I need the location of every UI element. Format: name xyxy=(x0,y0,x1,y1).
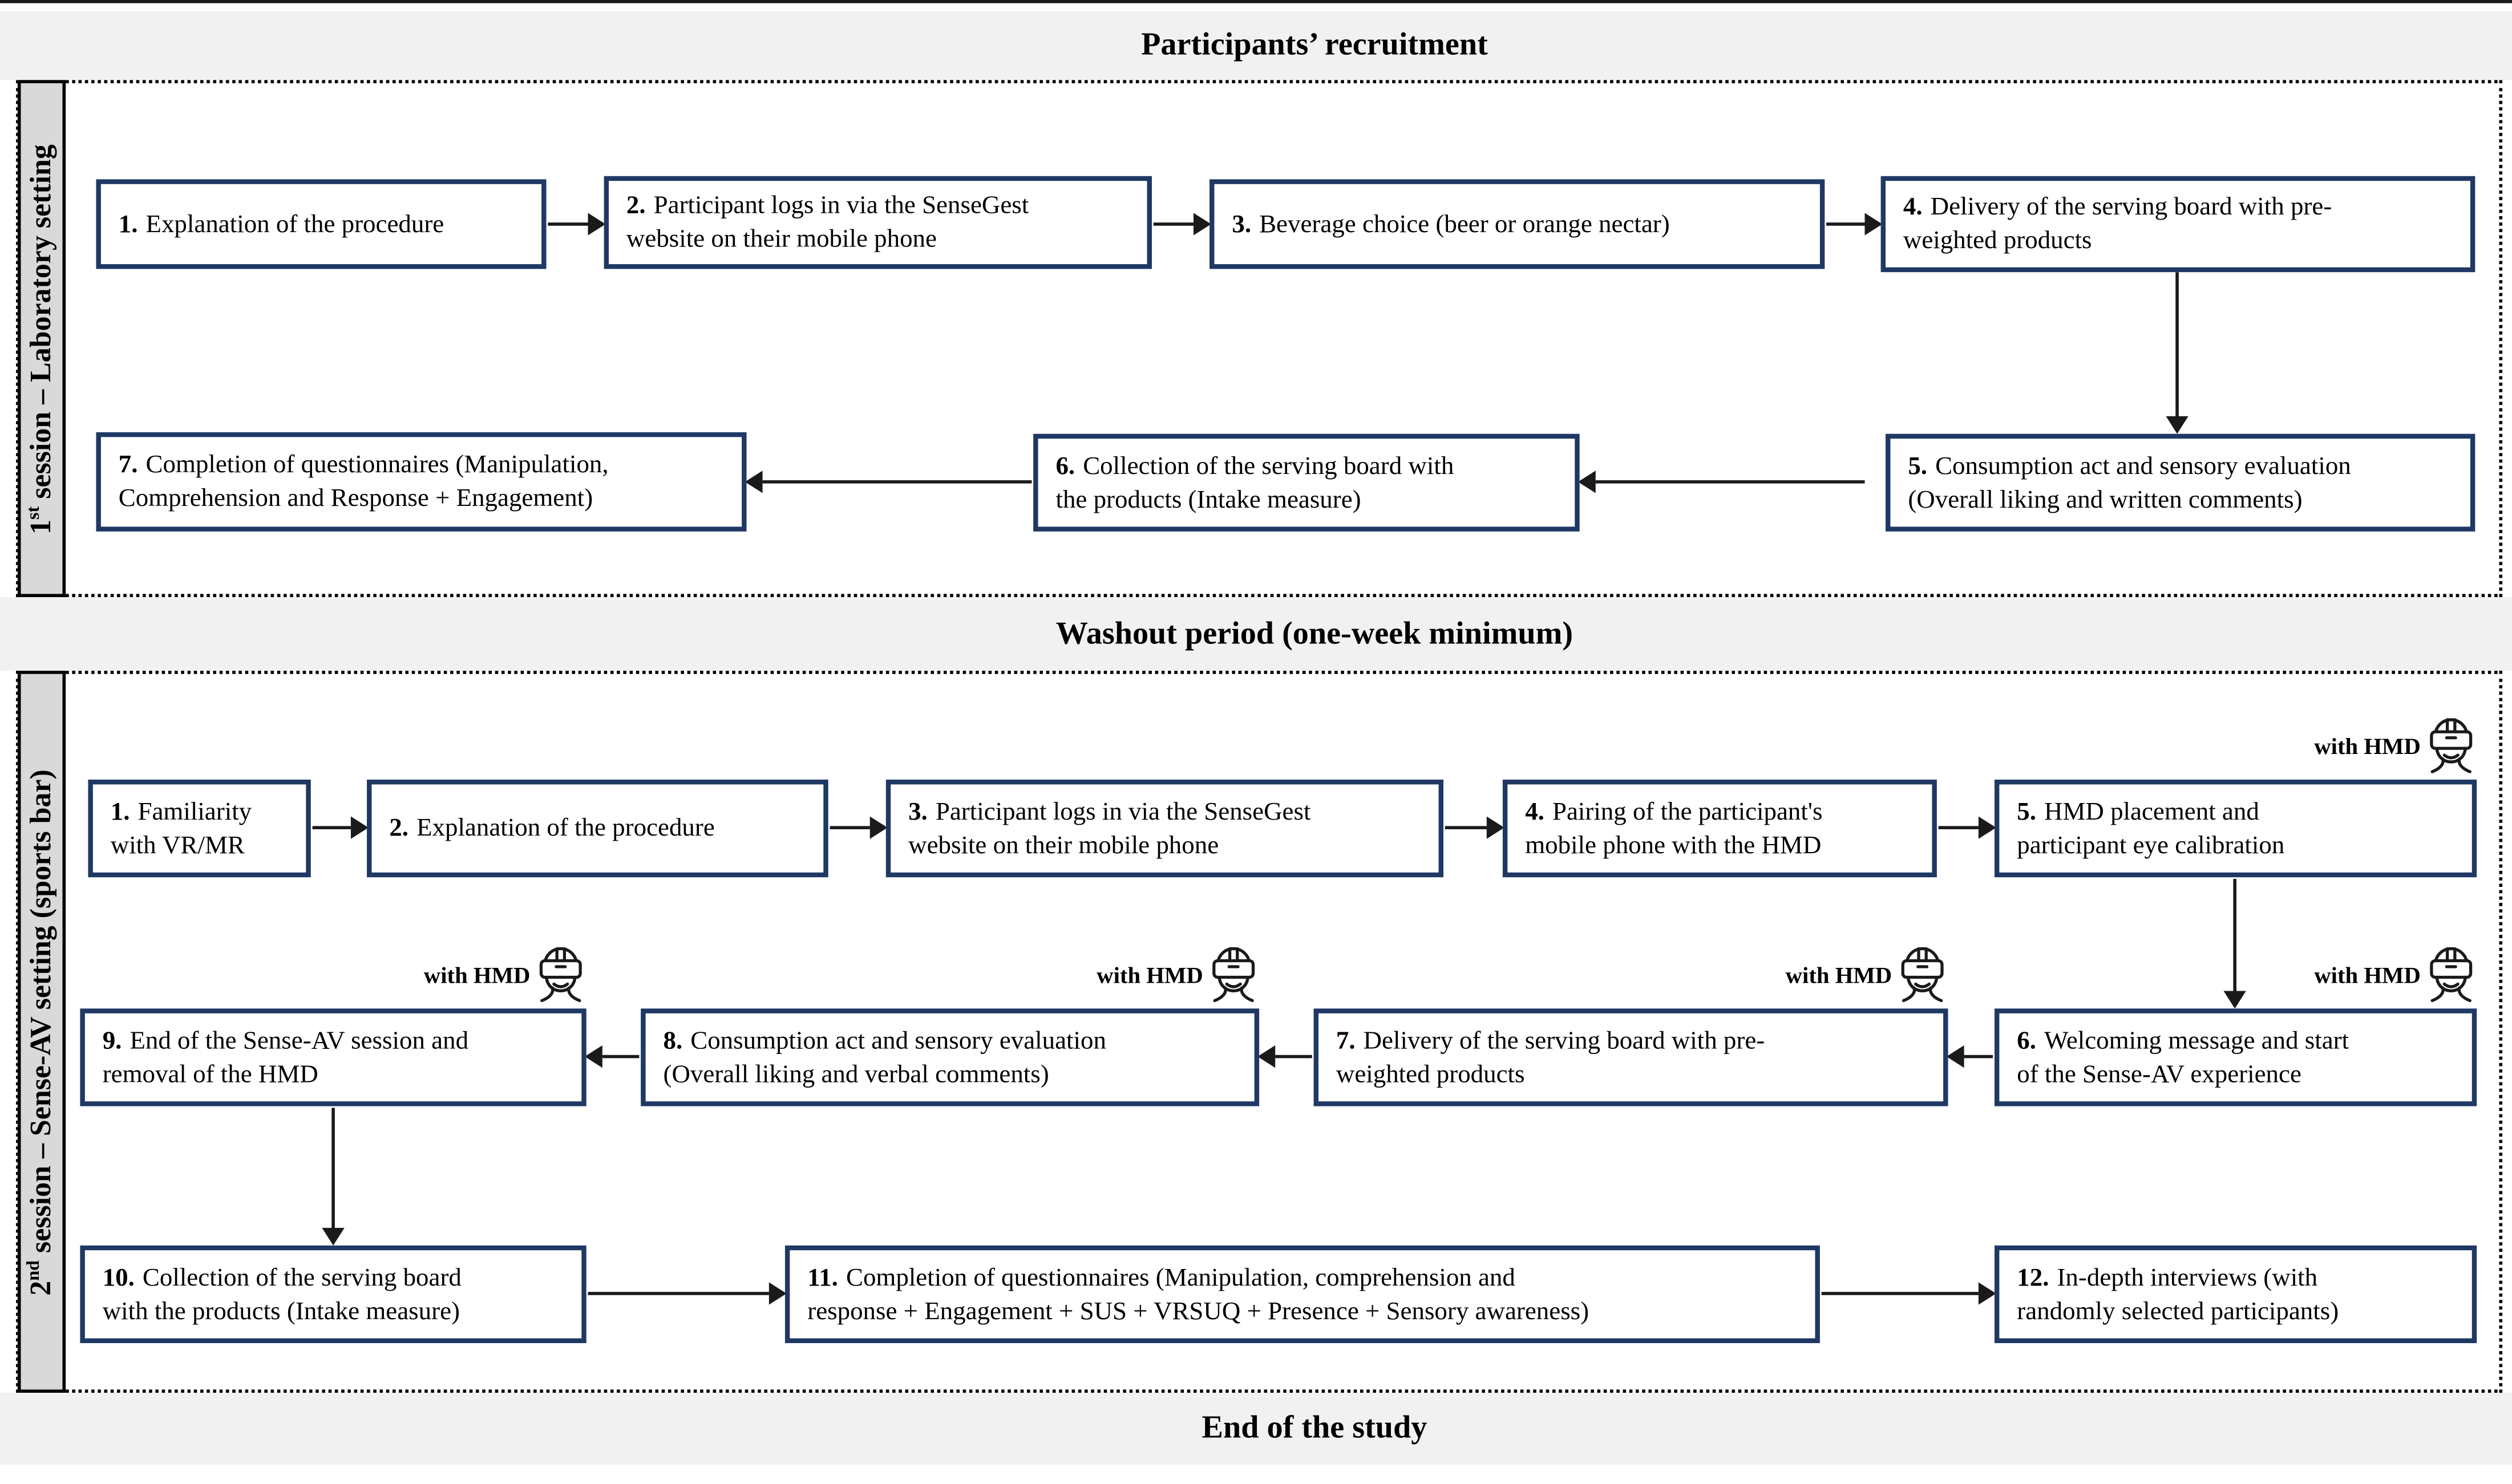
session2-sidebar: 2nd session – Sense-AV setting (sports b… xyxy=(17,671,66,1393)
step-text: 1.Familiarity with VR/MR xyxy=(110,798,252,859)
step-text: 7.Completion of questionnaires (Manipula… xyxy=(118,451,609,513)
arrow-av-5-6 xyxy=(2233,878,2236,993)
hmd-badge-step6: with HMD xyxy=(2314,944,2477,1008)
step-box-av-6: 6.Welcoming message and start of the Sen… xyxy=(1994,1008,2477,1106)
step-text: 2.Explanation of the procedure xyxy=(389,814,715,842)
hmd-badge-label: with HMD xyxy=(2314,963,2421,989)
session2-sidebar-label: 2nd session – Sense-AV setting (sports b… xyxy=(24,768,59,1295)
arrow-lab-4-5 xyxy=(2175,272,2179,418)
session1-sidebar: 1st session – Laboratory setting xyxy=(17,80,66,597)
step-box-av-4: 4.Pairing of the participant's mobile ph… xyxy=(1502,779,1937,878)
step-text: 8.Consumption act and sensory evaluation… xyxy=(663,1027,1106,1088)
hmd-headset-icon xyxy=(2430,718,2473,773)
step-box-av-10: 10.Collection of the serving board with … xyxy=(80,1245,586,1343)
figure-top-rule xyxy=(0,0,2512,3)
hmd-badge-label: with HMD xyxy=(1097,963,1203,989)
washout-header: Washout period (one-week minimum) xyxy=(1055,615,1573,651)
step-text: 1.Explanation of the procedure xyxy=(118,210,444,238)
arrow-av-11-12 xyxy=(1821,1292,1979,1295)
step-box-lab-2: 2.Participant logs in via the SenseGest … xyxy=(604,176,1152,269)
hmd-badge-step7: with HMD xyxy=(1786,944,1948,1008)
step-box-lab-5: 5.Consumption act and sensory evaluation… xyxy=(1886,433,2475,532)
step-text: 3.Beverage choice (beer or orange nectar… xyxy=(1232,210,1670,238)
recruitment-header: Participants’ recruitment xyxy=(1141,27,1488,63)
session1-sidebar-label: 1st session – Laboratory setting xyxy=(24,143,59,534)
hmd-badge-step5: with HMD xyxy=(2314,716,2477,780)
arrow-lab-6-7 xyxy=(762,480,1032,484)
step-box-av-9: 9.End of the Sense-AV session and remova… xyxy=(80,1008,586,1106)
arrow-lab-1-2 xyxy=(548,222,588,226)
hmd-badge-label: with HMD xyxy=(423,963,531,989)
arrow-av-9-10 xyxy=(331,1108,335,1230)
hmd-headset-icon xyxy=(2430,947,2473,1003)
step-box-lab-7: 7.Completion of questionnaires (Manipula… xyxy=(96,432,747,532)
step-text: 6.Welcoming message and start of the Sen… xyxy=(2017,1027,2349,1088)
step-box-lab-6: 6.Collection of the serving board with t… xyxy=(1033,433,1580,532)
recruitment-band: Participants’ recruitment xyxy=(0,11,2512,80)
arrow-lab-5-6 xyxy=(1595,480,1865,484)
arrow-av-10-11 xyxy=(588,1292,769,1295)
step-box-av-3: 3.Participant logs in via the SenseGest … xyxy=(885,779,1444,878)
step-text: 9.End of the Sense-AV session and remova… xyxy=(102,1027,469,1088)
end-header: End of the study xyxy=(1202,1410,1427,1446)
step-text: 5.Consumption act and sensory evaluation… xyxy=(1908,452,2351,513)
step-box-av-8: 8.Consumption act and sensory evaluation… xyxy=(641,1008,1260,1106)
step-box-lab-1: 1.Explanation of the procedure xyxy=(96,179,547,269)
end-band: End of the study xyxy=(0,1393,2512,1465)
step-text: 4.Pairing of the participant's mobile ph… xyxy=(1525,798,1823,859)
step-text: 3.Participant logs in via the SenseGest … xyxy=(908,798,1311,859)
hmd-headset-icon xyxy=(1901,947,1944,1003)
step-box-av-5: 5.HMD placement and participant eye cali… xyxy=(1994,779,2477,878)
hmd-badge-step8: with HMD xyxy=(1097,944,1259,1008)
step-text: 7.Delivery of the serving board with pre… xyxy=(1336,1027,1765,1088)
arrow-av-7-8 xyxy=(1275,1055,1312,1059)
step-box-lab-3: 3.Beverage choice (beer or orange nectar… xyxy=(1210,179,1825,269)
step-text: 4.Delivery of the serving board with pre… xyxy=(1903,193,2332,255)
step-box-av-12: 12.In-depth interviews (with randomly se… xyxy=(1994,1245,2477,1343)
arrow-lab-2-3 xyxy=(1153,222,1194,226)
arrow-av-8-9 xyxy=(602,1055,640,1059)
step-text: 6.Collection of the serving board with t… xyxy=(1055,452,1454,513)
step-box-av-1: 1.Familiarity with VR/MR xyxy=(88,779,311,878)
washout-band: Washout period (one-week minimum) xyxy=(0,597,2512,671)
step-text: 12.In-depth interviews (with randomly se… xyxy=(2017,1264,2339,1325)
step-box-av-7: 7.Delivery of the serving board with pre… xyxy=(1313,1008,1948,1106)
step-text: 5.HMD placement and participant eye cali… xyxy=(2017,798,2285,859)
hmd-badge-label: with HMD xyxy=(2314,733,2421,760)
arrow-av-4-5 xyxy=(1938,826,1979,829)
arrow-av-2-3 xyxy=(830,826,870,829)
arrow-av-6-7 xyxy=(1964,1055,1993,1059)
step-box-av-11: 11.Completion of questionnaires (Manipul… xyxy=(784,1245,1820,1343)
step-box-lab-4: 4.Delivery of the serving board with pre… xyxy=(1880,176,2475,273)
arrow-lab-3-4 xyxy=(1826,222,1865,226)
hmd-badge-label: with HMD xyxy=(1785,963,1892,989)
step-text: 10.Collection of the serving board with … xyxy=(102,1264,462,1325)
step-text: 11.Completion of questionnaires (Manipul… xyxy=(807,1264,1589,1325)
hmd-headset-icon xyxy=(1212,947,1255,1003)
step-box-av-2: 2.Explanation of the procedure xyxy=(367,779,828,878)
hmd-headset-icon xyxy=(539,947,582,1003)
arrow-av-3-4 xyxy=(1445,826,1487,829)
arrow-av-1-2 xyxy=(312,826,351,829)
hmd-badge-step9: with HMD xyxy=(424,944,586,1008)
step-text: 2.Participant logs in via the SenseGest … xyxy=(626,192,1029,253)
